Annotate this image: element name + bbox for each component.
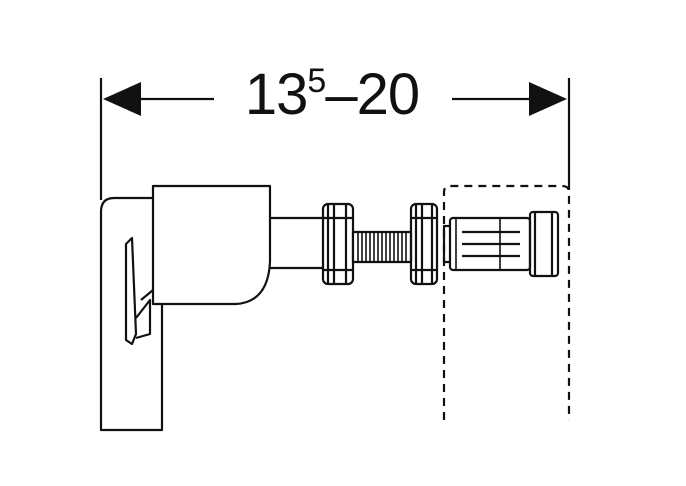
nut-right: [409, 202, 439, 286]
dimension-label: 135–20: [214, 60, 450, 130]
arrowhead-left: [103, 82, 141, 116]
arrowhead-right: [529, 82, 567, 116]
dimension-line: [103, 82, 567, 116]
nut-left: [321, 202, 355, 286]
actuator-plate: [99, 196, 164, 432]
threaded-rod: [351, 230, 413, 264]
dimension-superscript: 5: [307, 62, 326, 100]
extension-lines: [99, 78, 571, 200]
extension-connector: [442, 210, 560, 278]
dimension-range-rest: –20: [325, 62, 420, 127]
dimension-base: 13: [244, 62, 309, 127]
optional-extension-outline: [442, 184, 571, 420]
valve-body: [140, 184, 272, 306]
pipe: [270, 216, 323, 270]
